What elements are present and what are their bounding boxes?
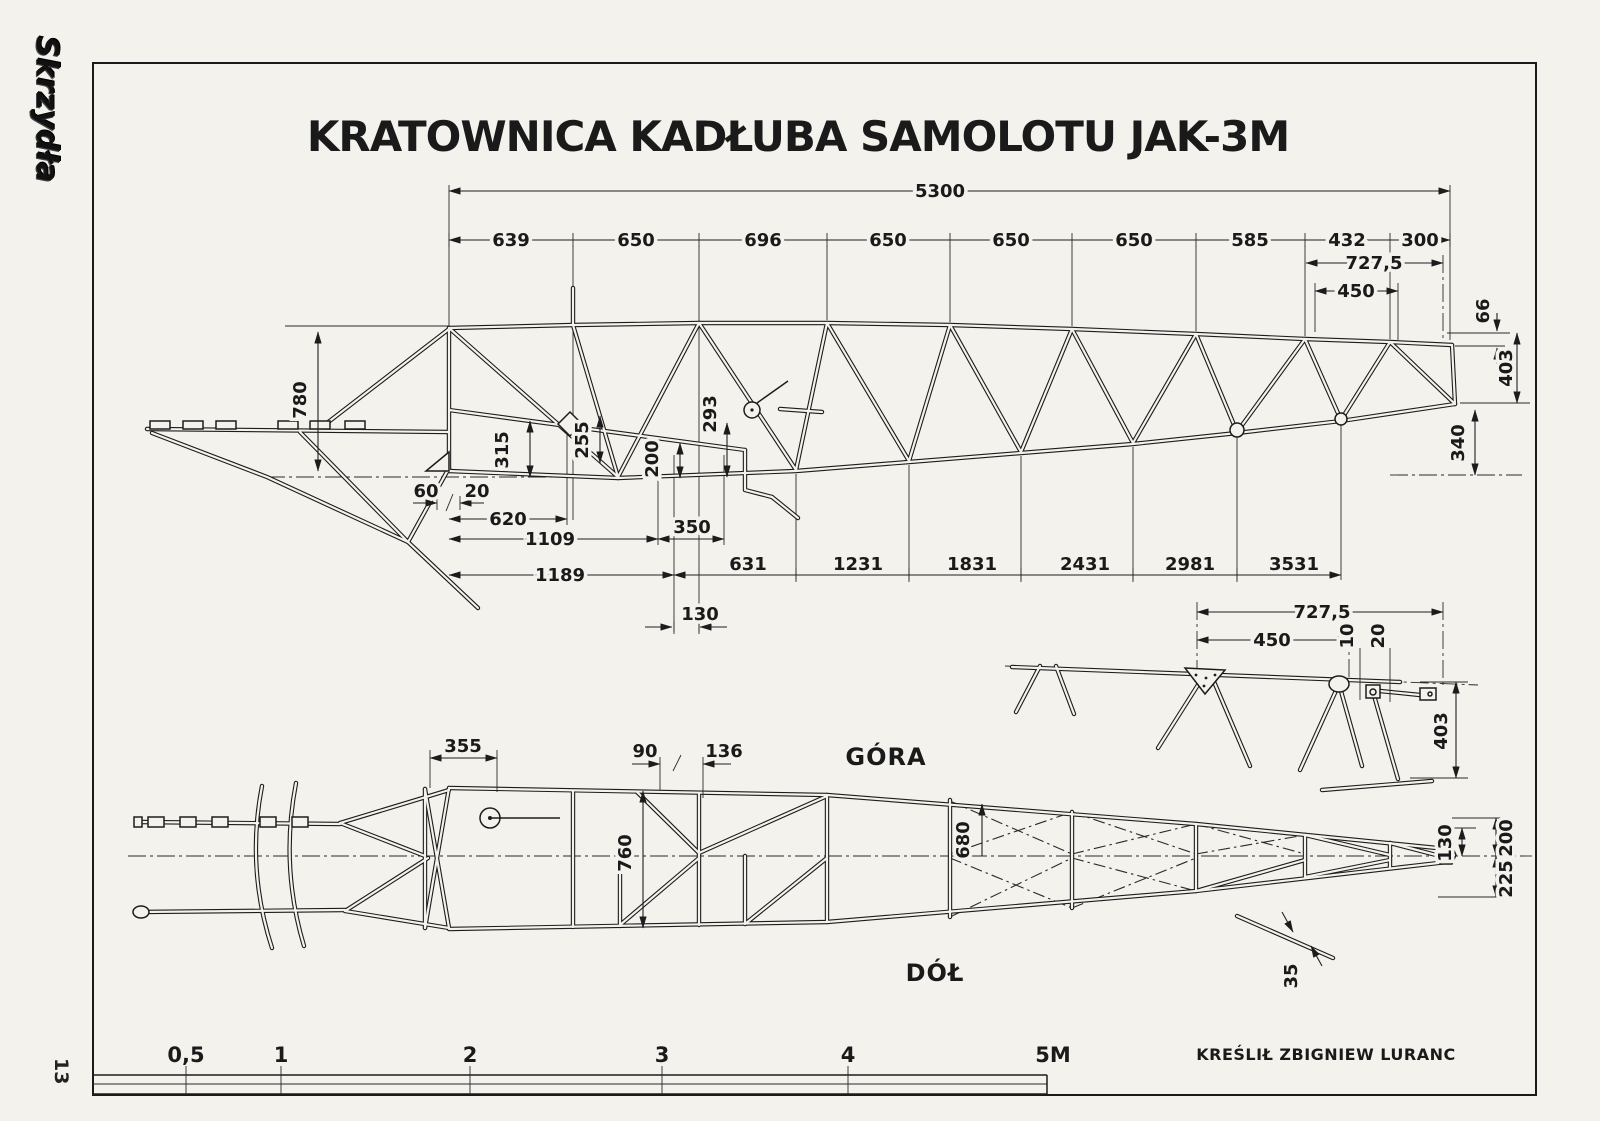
dim-450-detail: 450 (1253, 630, 1291, 651)
dim-60: 60 (413, 481, 438, 502)
dim-90: 90 (632, 741, 657, 762)
dim-200: 200 (642, 440, 663, 478)
dim-total: 5300 (915, 181, 965, 202)
dim-station: 3531 (1269, 554, 1319, 575)
dim-segment: 300 (1401, 230, 1439, 251)
label-bottom-view: DÓŁ (906, 957, 965, 987)
dim-station: 1231 (833, 554, 883, 575)
dim-780: 780 (290, 381, 311, 419)
scale-tick-label: 0,5 (167, 1043, 204, 1067)
dim-350: 350 (673, 517, 711, 538)
dim-segment: 696 (744, 230, 782, 251)
dim-315: 315 (492, 431, 513, 469)
dim-340: 340 (1448, 424, 1469, 462)
dim-station: 2981 (1165, 554, 1215, 575)
cross-bracing (949, 800, 1306, 918)
plan-dimensions: 355 90 136 760 680 130 200 225 35 (429, 733, 1521, 992)
dim-255: 255 (572, 421, 593, 459)
dim-1109: 1109 (525, 529, 575, 550)
dim-225: 225 (1496, 860, 1517, 898)
dim-segment: 585 (1231, 230, 1269, 251)
dim-segment: 432 (1328, 230, 1366, 251)
dim-130-plan: 130 (1435, 824, 1456, 862)
dim-760: 760 (615, 834, 636, 872)
scale-tick-label: 5M (1035, 1043, 1071, 1067)
pivot-fitting (556, 410, 584, 438)
dim-727: 727,5 (1346, 253, 1403, 274)
tail-fitting-icon (1229, 422, 1245, 438)
dim-segment: 650 (992, 230, 1030, 251)
plan-view: 355 90 136 760 680 130 200 225 35 GÓRA D… (128, 733, 1532, 992)
scale-tick-label: 2 (463, 1043, 478, 1067)
dim-680: 680 (953, 821, 974, 859)
detail-dimensions: 727,5 450 10 20 403 (1196, 599, 1468, 779)
dim-segment: 650 (869, 230, 907, 251)
dim-293: 293 (700, 395, 721, 433)
tail-cap (1439, 845, 1457, 865)
drawing-frame (92, 62, 1537, 1096)
fittings (149, 380, 1348, 472)
dim-66: 66 (1473, 298, 1494, 323)
dim-727-detail: 727,5 (1294, 602, 1351, 623)
side-view: 5300 639 650 696 650 650 650 585 432 300… (147, 178, 1530, 634)
dim-35: 35 (1281, 963, 1302, 988)
dim-200-plan: 200 (1496, 819, 1517, 857)
dim-620: 620 (489, 509, 527, 530)
mount-fittings (132, 807, 1457, 919)
dim-station: 2431 (1060, 554, 1110, 575)
dim-1189: 1189 (535, 565, 585, 586)
dim-450: 450 (1337, 281, 1375, 302)
page-title: KRATOWNICA KADŁUBA SAMOLOTU JAK-3M (307, 112, 1289, 161)
credit: KREŚLIŁ ZBIGNIEW LURANC (1196, 1045, 1456, 1064)
label-top-view: GÓRA (845, 741, 926, 771)
scale-tick-label: 4 (841, 1043, 856, 1067)
scale-bar: 0,5 1 2 3 4 5M (93, 1043, 1071, 1095)
dim-segment: 650 (1115, 230, 1153, 251)
dim-130: 130 (681, 604, 719, 625)
dim-segment: 639 (492, 230, 530, 251)
strut-fitting (1328, 675, 1350, 693)
segment-ticks (448, 233, 1451, 247)
dim-station: 631 (729, 554, 767, 575)
dim-355: 355 (444, 736, 482, 757)
dim-20: 20 (1368, 623, 1389, 648)
rail-tip (132, 905, 150, 919)
scale-tick-label: 3 (655, 1043, 670, 1067)
dim-136: 136 (705, 741, 743, 762)
scale-tick-label: 1 (274, 1043, 289, 1067)
dim-station: 1831 (947, 554, 997, 575)
dim-403-detail: 403 (1431, 712, 1452, 750)
tailwheel-bracket (1365, 684, 1381, 699)
side-view-dimensions: 5300 639 650 696 650 650 650 585 432 300… (287, 178, 1521, 634)
dim-20: 20 (464, 481, 489, 502)
dim-10: 10 (1337, 623, 1358, 648)
detail-view: 727,5 450 10 20 403 (1004, 599, 1479, 790)
dim-403: 403 (1496, 349, 1517, 387)
dim-segment: 650 (617, 230, 655, 251)
